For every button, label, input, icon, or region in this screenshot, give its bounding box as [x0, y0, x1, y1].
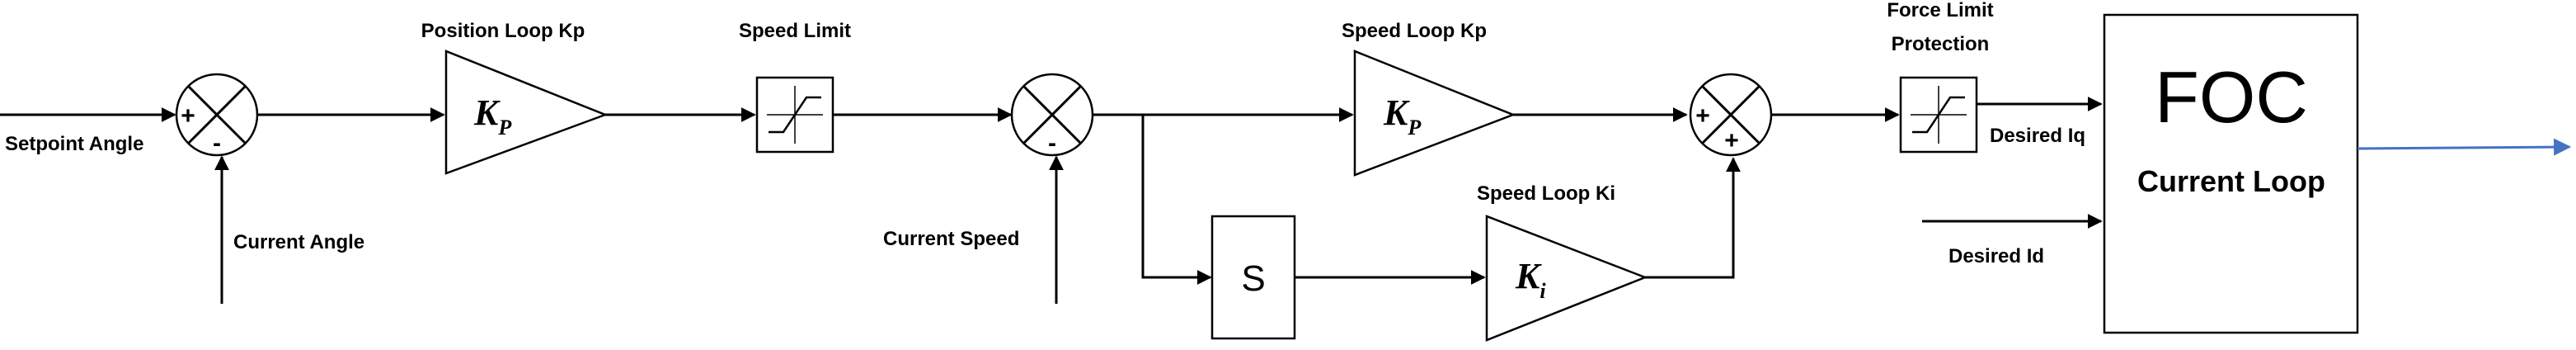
sum1-minus-sign: -: [213, 130, 221, 157]
integrator-symbol: S: [1241, 258, 1265, 299]
current-speed-label: Current Speed: [883, 228, 1019, 250]
speed-loop-ki-block: Speed Loop Ki Ki: [1477, 182, 1648, 342]
desired-id-label: Desired Id: [1948, 245, 2044, 267]
foc-current-loop-block: FOC Current Loop: [2103, 13, 2359, 334]
summing-junction-2: -: [1010, 73, 1094, 157]
speed-loop-kp-title: Speed Loop Kp: [1342, 20, 1487, 42]
speed-limit-block: Speed Limit: [739, 20, 851, 154]
force-limit-block: Force Limit Protection: [1887, 0, 1994, 154]
summing-junction-3: + +: [1689, 73, 1773, 157]
setpoint-angle-label: Setpoint Angle: [5, 133, 143, 155]
foc-output-wire: [2357, 138, 2572, 156]
speed-loop-ki-title: Speed Loop Ki: [1477, 182, 1615, 205]
force-limit-title-line1: Force Limit: [1887, 0, 1993, 21]
desired-iq-label: Desired Iq: [1990, 125, 2085, 147]
speed-loop-ki-gain: Ki: [1515, 256, 1546, 303]
integrator-block: S: [1210, 215, 1296, 340]
speed-limit-title: Speed Limit: [739, 20, 851, 42]
ki-to-sum3-wire: [1645, 157, 1741, 279]
speed-loop-kp-block: Speed Loop Kp KP: [1342, 20, 1516, 177]
position-loop-kp-block: Position Loop Kp KP: [421, 20, 609, 175]
position-loop-kp-gain: KP: [473, 92, 512, 140]
speed-loop-kp-gain: KP: [1383, 92, 1422, 140]
sum2-minus-sign: -: [1048, 130, 1056, 157]
sum3-bottom-plus-sign: +: [1724, 127, 1739, 154]
branch-to-integrator-wire: [1141, 115, 1212, 285]
summing-junction-1: + -: [175, 73, 259, 157]
force-limit-title-line2: Protection: [1892, 33, 1990, 55]
sum3-left-plus-sign: +: [1695, 102, 1710, 130]
current-angle-label: Current Angle: [233, 231, 364, 253]
position-loop-kp-title: Position Loop Kp: [421, 20, 585, 42]
foc-title: FOC: [2155, 56, 2308, 138]
foc-subtitle: Current Loop: [2137, 164, 2325, 198]
sum1-plus-sign: +: [181, 102, 195, 130]
